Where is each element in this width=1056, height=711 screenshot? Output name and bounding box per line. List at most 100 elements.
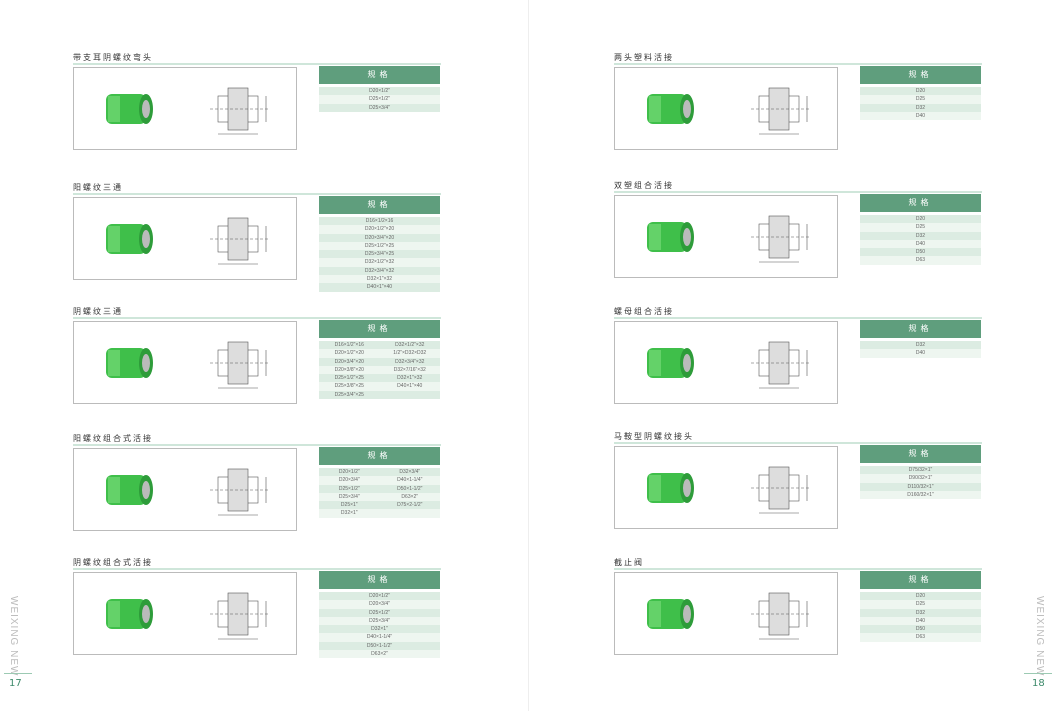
- technical-drawing-icon: [747, 583, 817, 643]
- spec-row: D20: [860, 215, 981, 224]
- spec-cell: D63: [915, 257, 926, 264]
- title-rule: [614, 317, 982, 319]
- spec-row: D90/32×1": [860, 474, 981, 483]
- spec-cell: D32×1/2"×32: [395, 342, 425, 348]
- spec-cell: D32×3/4"×32: [395, 358, 425, 365]
- spec-cell: D50×1-1/2": [397, 485, 423, 492]
- spec-table-header: 规格: [319, 571, 440, 589]
- product-image-box: [73, 67, 297, 150]
- product-image-box: [614, 446, 838, 529]
- spec-cell: D20×3/4": [369, 601, 390, 608]
- spec-cell: D25: [915, 224, 926, 231]
- spec-row: D32×1": [319, 509, 440, 518]
- spec-cell: D40: [915, 350, 926, 357]
- spec-cell: D25×1/2": [369, 609, 390, 616]
- spec-cell: D25×1/2": [369, 96, 390, 103]
- page-number-rule: [4, 673, 32, 674]
- title-rule: [73, 63, 441, 65]
- spec-cell: D20×3/8"×20: [334, 366, 364, 373]
- technical-drawing-icon: [206, 208, 276, 268]
- spec-row: D75/32×1": [860, 466, 981, 475]
- spec-row: D20×3/8"×20 D32×7/16"×32: [319, 365, 440, 375]
- spec-cell: D50: [915, 249, 926, 256]
- spec-row: D32×1"×32: [319, 275, 440, 284]
- spec-cell: D32×1/2"×32: [364, 259, 395, 266]
- spec-row: D20×1/2"×20: [319, 225, 440, 234]
- spec-cell: D20×1/2": [369, 593, 390, 599]
- spec-row: D25×3/4"D63×2": [319, 492, 440, 502]
- spec-row: D40: [860, 349, 981, 358]
- product-title: 截止阀: [614, 558, 644, 567]
- technical-drawing-icon: [747, 332, 817, 392]
- spec-cell: D25: [915, 601, 926, 608]
- product-image-box: [73, 321, 297, 404]
- technical-drawing-icon: [206, 583, 276, 643]
- title-rule: [73, 193, 441, 195]
- spec-cell: D75/32×1": [908, 467, 933, 473]
- spec-cell: D20×1/2": [338, 469, 360, 475]
- spec-cell: D16×1/2×16: [365, 218, 394, 224]
- brand-side-text-left: WEIXING NEW: [8, 596, 19, 677]
- spec-cell: D25×3/4"×25: [364, 251, 395, 258]
- spec-cell: D32×1"×32: [397, 375, 423, 382]
- spec-cell: D32×7/16"×32: [393, 366, 426, 373]
- spec-cell: D25×1/2"×25: [364, 242, 395, 249]
- spec-row: D20×3/4"D40×1-1/4": [319, 476, 440, 485]
- spec-row: D25×1/2"×25 D32×1"×32: [319, 374, 440, 383]
- spec-cell: D32: [915, 342, 926, 348]
- product-photo-icon: [635, 80, 705, 138]
- product-image-box: [73, 572, 297, 655]
- spec-cell: D25×1/2"×25: [334, 375, 364, 382]
- spec-row: D25×3/4"×25: [319, 250, 440, 259]
- spec-table-header: 规格: [319, 196, 440, 214]
- spec-row: D25: [860, 95, 981, 104]
- spec-cell: D25×1/2": [338, 485, 360, 492]
- spec-row: D32×3/4"×32: [319, 266, 440, 276]
- spec-row: D32: [860, 103, 981, 112]
- spec-row: D25×3/4": [319, 616, 440, 626]
- spec-row: D20: [860, 87, 981, 96]
- spec-row: D63: [860, 256, 981, 265]
- spec-row: D32×1": [319, 625, 440, 634]
- product-title: 阳螺纹组合式活接: [73, 434, 153, 443]
- spec-row: D50: [860, 248, 981, 257]
- title-rule: [614, 568, 982, 570]
- spec-row: D25×3/4": [319, 103, 440, 112]
- spec-row: D40×1-1/4": [319, 633, 440, 642]
- product-photo-icon: [635, 585, 705, 643]
- spec-row: D32: [860, 608, 981, 617]
- spec-cell: D25×1": [340, 502, 358, 509]
- spec-row: D63×2": [319, 650, 440, 659]
- spec-row: D110/32×1": [860, 482, 981, 491]
- spec-row: D40: [860, 111, 981, 121]
- spec-cell: D40×1-1/4": [366, 634, 393, 641]
- product-title: 阴螺纹三通: [73, 307, 123, 316]
- spec-cell: D50×1-1/2": [366, 642, 393, 649]
- spec-row: D50: [860, 625, 981, 634]
- spec-row: D25×1/2": [319, 95, 440, 104]
- title-rule: [614, 63, 982, 65]
- product-image-box: [614, 67, 838, 150]
- product-image-box: [73, 197, 297, 280]
- spec-cell: D32: [915, 609, 926, 616]
- title-rule: [614, 191, 982, 193]
- spec-row: D40: [860, 616, 981, 626]
- product-image-box: [614, 195, 838, 278]
- product-photo-icon: [94, 334, 164, 392]
- spec-row: D20×1/2": [319, 87, 440, 96]
- spec-cell: D32×1"×32: [366, 276, 393, 283]
- spec-cell: D40: [915, 240, 926, 247]
- spec-cell: D32: [915, 232, 926, 239]
- spec-cell: D20×1/2"×20: [364, 226, 395, 233]
- spec-table-header: 规格: [860, 571, 981, 589]
